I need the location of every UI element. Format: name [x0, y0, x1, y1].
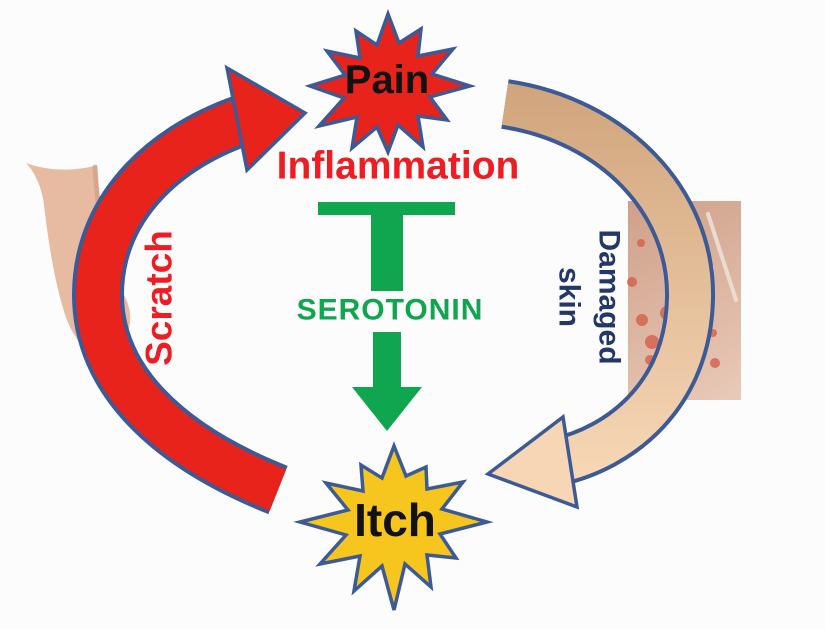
itch-starburst: [293, 441, 494, 611]
itch-node-label: Itch: [354, 493, 436, 546]
down-arrow-icon: [352, 332, 422, 431]
damaged-skin-arrow: [484, 79, 716, 510]
damaged-skin-arrow-label: Damaged skin: [549, 229, 628, 364]
pain-starburst: [304, 8, 477, 157]
inflammation-label: Inflammation: [276, 144, 520, 188]
damaged-skin-label-line1: Damaged: [592, 229, 626, 365]
inhibition-tbar-icon: [318, 202, 455, 291]
damaged-skin-arrowhead: [484, 413, 580, 510]
damaged-skin-arrow-band: [501, 83, 712, 483]
damaged-skin-label-line2: skin: [553, 266, 586, 328]
scratch-arrowhead: [224, 64, 308, 174]
scratch-arrow-band: [75, 99, 287, 511]
scratch-arrow: [71, 64, 308, 515]
pain-node-label: Pain: [344, 58, 430, 102]
serotonin-label: SEROTONIN: [296, 293, 484, 327]
scratch-arrow-label: Scratch: [138, 230, 180, 366]
